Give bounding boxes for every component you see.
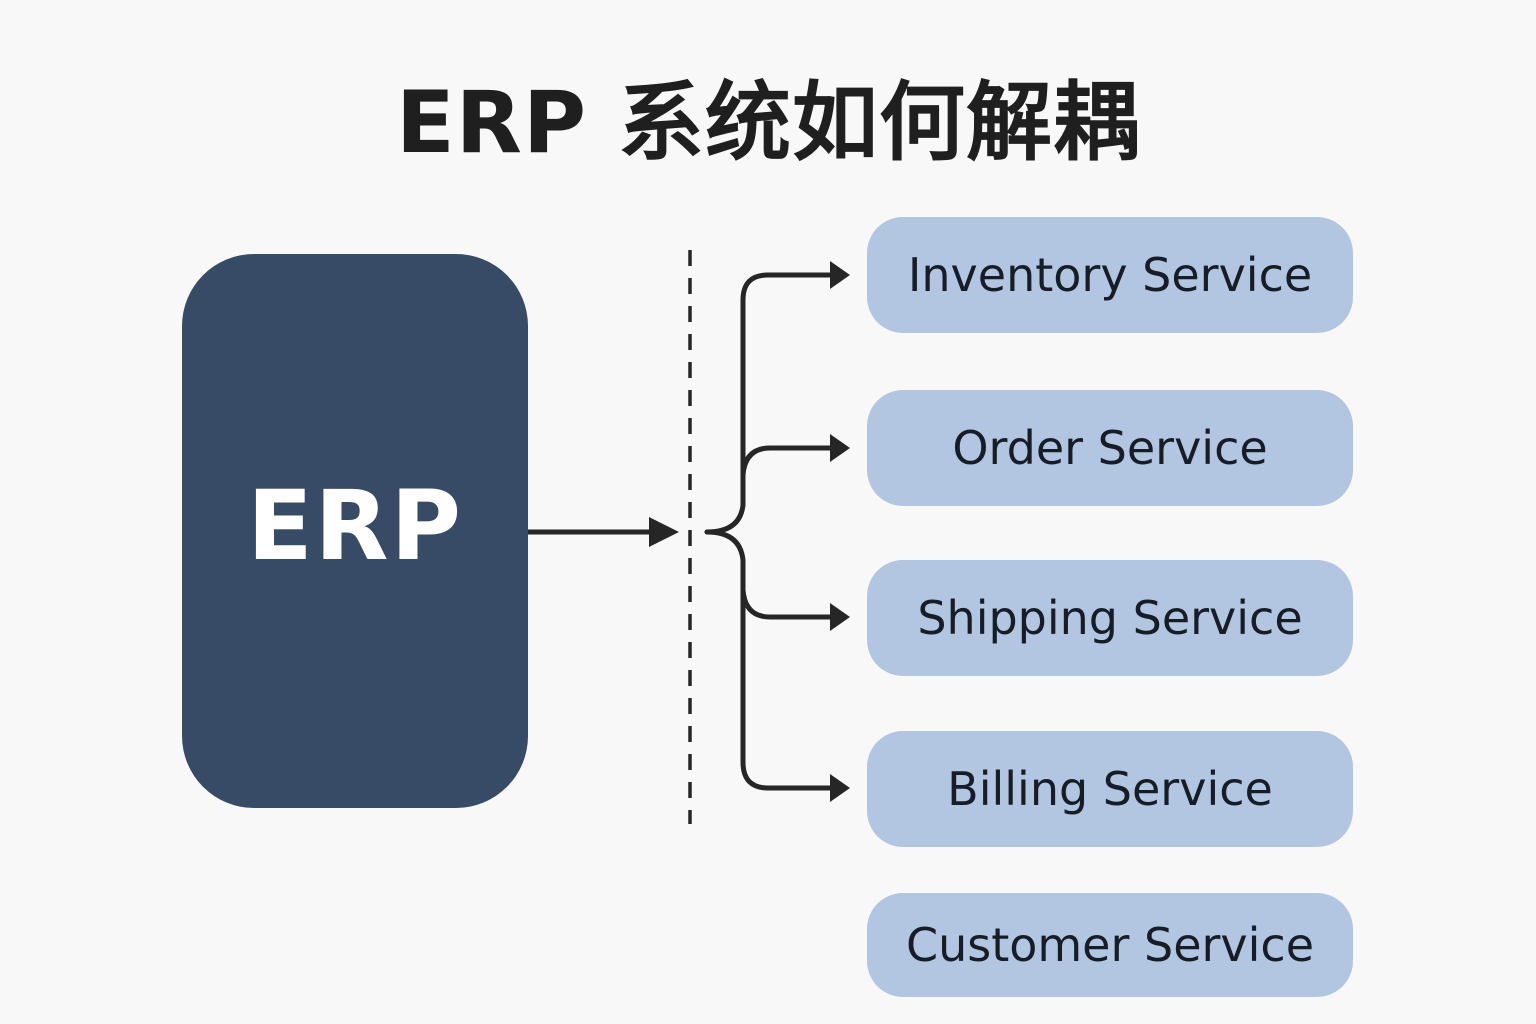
branch-order	[740, 445, 838, 476]
service-shipping: Shipping Service	[867, 560, 1353, 676]
service-customer: Customer Service	[867, 893, 1353, 997]
service-label: Customer Service	[905, 918, 1315, 972]
erp-label: ERP	[247, 470, 463, 582]
erp-node: ERP	[182, 254, 528, 808]
diagram-title: ERP 系统如何解耦	[396, 73, 1140, 173]
service-inventory: Inventory Service	[867, 217, 1353, 333]
arrowhead-inventory	[830, 261, 850, 289]
service-label: Billing Service	[947, 762, 1273, 816]
service-order: Order Service	[867, 390, 1353, 506]
brace-lower	[704, 529, 841, 791]
service-label: Order Service	[952, 421, 1268, 475]
arrowhead-billing	[830, 774, 850, 802]
service-label: Shipping Service	[917, 591, 1303, 645]
service-label: Inventory Service	[907, 248, 1313, 302]
service-billing: Billing Service	[867, 731, 1353, 847]
arrowhead-order	[830, 434, 850, 462]
branch-shipping	[740, 589, 838, 620]
brace	[704, 272, 841, 535]
arrowhead-shipping	[830, 603, 850, 631]
